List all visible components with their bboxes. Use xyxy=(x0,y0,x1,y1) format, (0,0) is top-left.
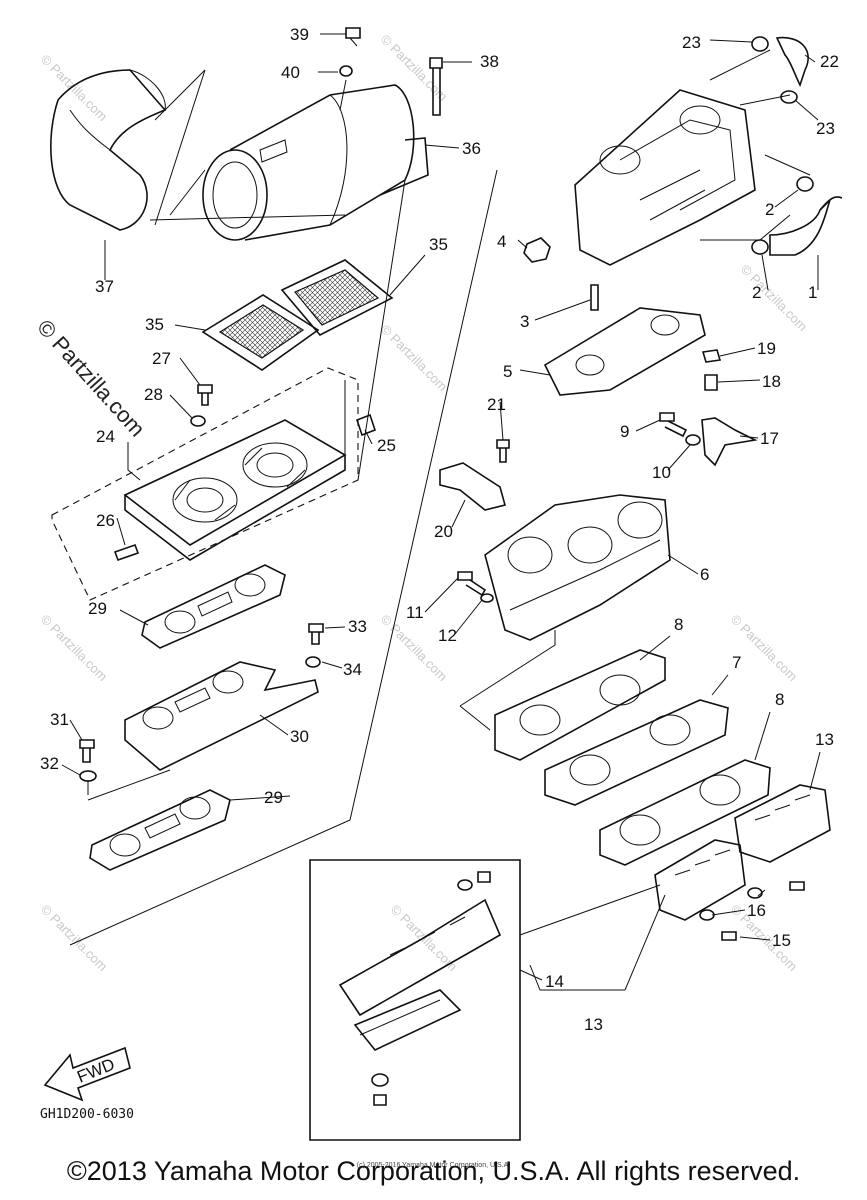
part-30-plate xyxy=(124,661,319,771)
part-label: 3 xyxy=(520,312,529,331)
part-2-clamps xyxy=(751,176,814,255)
part-label: 32 xyxy=(40,754,59,773)
part-label: 39 xyxy=(290,25,309,44)
part-label: 14 xyxy=(545,972,564,991)
part-22-hose xyxy=(775,36,809,88)
watermark: © Partzilla.com xyxy=(38,52,111,125)
part-label: 1 xyxy=(808,283,817,302)
part-label: 6 xyxy=(700,565,709,584)
watermark: © Partzilla.com xyxy=(38,612,111,685)
part-label: 8 xyxy=(775,690,784,709)
fine-print: (c) 2005-2016 Yamaha Motor Corporation, … xyxy=(356,1162,511,1169)
part-3-stud xyxy=(590,284,599,311)
part-label: 5 xyxy=(503,362,512,381)
watermark-prominent: © Partzilla.com xyxy=(32,315,150,442)
part-13-reed-valve-left xyxy=(654,839,746,921)
part-25-plug xyxy=(355,413,377,437)
part-7-plate xyxy=(544,699,729,806)
part-17-bracket xyxy=(701,417,758,467)
part-31-32-bolt-washer xyxy=(79,739,97,782)
part-label: 19 xyxy=(757,339,776,358)
part-label: 34 xyxy=(343,660,362,679)
part-label: 13 xyxy=(815,730,834,749)
part-label: 25 xyxy=(377,436,396,455)
part-label: 23 xyxy=(816,119,835,138)
part-5-gasket xyxy=(543,307,706,396)
fwd-arrow-icon: FWD xyxy=(43,1046,131,1102)
part-33-34-bolt-washer xyxy=(305,623,324,668)
part-labels: 1 2 2 3 4 5 6 7 8 8 9 10 11 12 13 13 14 … xyxy=(40,25,839,1034)
part-21-screw xyxy=(496,439,510,463)
part-label: 30 xyxy=(290,727,309,746)
part-label: 29 xyxy=(88,599,107,618)
part-40-washer xyxy=(339,65,353,77)
part-18-fitting xyxy=(704,374,718,391)
part-35-screens xyxy=(201,259,394,371)
watermark: © Partzilla.com xyxy=(38,902,111,975)
part-label: 23 xyxy=(682,33,701,52)
part-label: 22 xyxy=(820,52,839,71)
part-label: 16 xyxy=(747,901,766,920)
part-label: 27 xyxy=(152,349,171,368)
part-label: 2 xyxy=(752,283,761,302)
part-39-screw xyxy=(345,27,361,47)
part-8-gasket-rear xyxy=(599,759,771,866)
part-label: 35 xyxy=(429,235,448,254)
part-label: 35 xyxy=(145,315,164,334)
part-14-detail-box xyxy=(309,859,521,1141)
part-19-cap xyxy=(701,349,722,363)
part-13-reed-valve-right xyxy=(734,784,831,863)
part-label: 31 xyxy=(50,710,69,729)
part-label: 11 xyxy=(406,603,424,622)
part-20-bracket xyxy=(439,462,506,511)
watermark: © Partzilla.com xyxy=(378,322,451,395)
watermark: © Partzilla.com xyxy=(738,262,811,335)
part-label: 24 xyxy=(96,427,115,446)
part-1-hose xyxy=(769,196,843,256)
part-26-pin xyxy=(113,543,140,562)
part-37-intake-duct xyxy=(50,69,167,231)
part-label: 8 xyxy=(674,615,683,634)
part-27-28-bolt-washer xyxy=(190,384,213,427)
part-label: 38 xyxy=(480,52,499,71)
part-label: 13 xyxy=(584,1015,603,1034)
part-label: 2 xyxy=(765,200,774,219)
part-9-10-bolt-washer xyxy=(659,412,701,446)
part-11-12-bolt-washer xyxy=(457,571,494,603)
part-label: 40 xyxy=(281,63,300,82)
watermark: © Partzilla.com xyxy=(728,612,801,685)
part-label: 10 xyxy=(652,463,671,482)
part-23-clamps xyxy=(751,36,798,104)
part-label: 20 xyxy=(434,522,453,541)
parts-diagram: © Partzilla.com © Partzilla.com © Partzi… xyxy=(32,25,843,1141)
carburetor-housing xyxy=(574,49,811,266)
part-label: 18 xyxy=(762,372,781,391)
part-label: 28 xyxy=(144,385,163,404)
part-4-nut xyxy=(523,237,551,263)
part-8-gasket-front xyxy=(494,649,666,761)
label-leaders xyxy=(61,33,821,981)
part-label: 37 xyxy=(95,277,114,296)
part-label: 15 xyxy=(772,931,791,950)
part-label: 21 xyxy=(487,395,506,414)
part-label: 17 xyxy=(760,429,779,448)
copyright-footer: ©2013 Yamaha Motor Corporation, U.S.A. A… xyxy=(66,1156,801,1186)
part-label: 36 xyxy=(462,139,481,158)
part-29-gasket-upper xyxy=(141,564,286,649)
part-24-air-box xyxy=(123,419,347,561)
part-38-bolt xyxy=(429,57,443,116)
part-29-gasket-lower xyxy=(89,789,231,871)
part-6-intake-manifold xyxy=(484,494,671,641)
part-label: 4 xyxy=(497,232,506,251)
part-label: 9 xyxy=(620,422,629,441)
part-label: 26 xyxy=(96,511,115,530)
part-label: 7 xyxy=(732,653,741,672)
drawing-code: GH1D200-6030 xyxy=(40,1107,134,1122)
part-label: 12 xyxy=(438,626,457,645)
part-label: 33 xyxy=(348,617,367,636)
part-36-silencer-case xyxy=(202,84,429,241)
